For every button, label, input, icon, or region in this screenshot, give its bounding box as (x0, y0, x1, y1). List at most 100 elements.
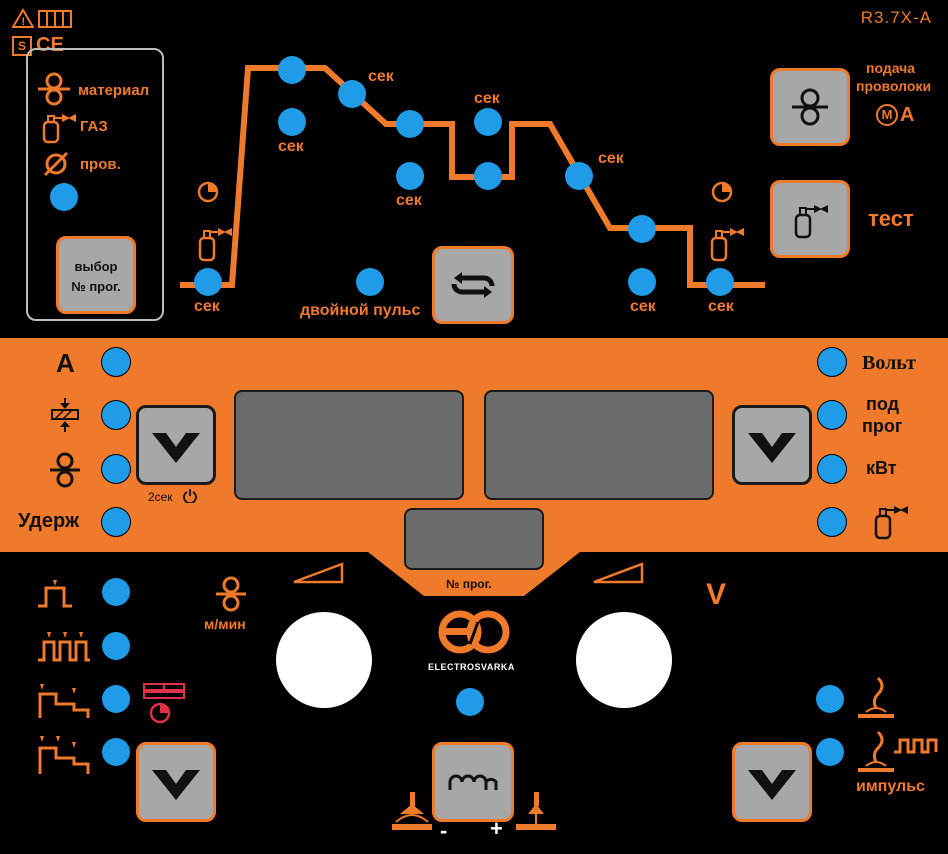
sec-label-slope-down: сек (598, 150, 624, 167)
post-gas-cylinder-icon (708, 222, 748, 267)
inductance-button[interactable] (432, 742, 514, 822)
right-knob[interactable] (576, 612, 672, 708)
right-param-down-button[interactable] (732, 405, 812, 485)
gas-test-button[interactable] (770, 180, 850, 258)
minus-sign: - (440, 818, 448, 843)
ramp-left-icon (292, 562, 344, 589)
cycle-led-slope-down (565, 162, 593, 190)
wire-label: пров. (80, 156, 121, 173)
volts-label: Вольт (862, 352, 916, 374)
sec-label-crater: сек (630, 298, 656, 315)
thickness-icon (50, 398, 80, 437)
double-pulse-led (356, 268, 384, 296)
cycle-led-pulse-low (474, 162, 502, 190)
left-param-down-button[interactable] (136, 405, 216, 485)
plus-sign: + (490, 816, 503, 841)
pulse-torch-icon (856, 730, 940, 779)
test-label: тест (868, 206, 914, 231)
gas-cylinder-icon (794, 205, 828, 239)
gas-label: ГАЗ (80, 118, 108, 135)
subprog-led (818, 401, 846, 429)
sec-label-pulse: сек (474, 90, 500, 107)
chevron-down-icon (748, 770, 796, 800)
volts-led (818, 348, 846, 376)
chevron-down-icon (748, 433, 796, 463)
double-pulse-label: двойной пульс (300, 302, 421, 319)
hold-label: Удерж (18, 510, 80, 532)
wire-feed-button[interactable] (770, 68, 850, 146)
selector-box (26, 48, 164, 321)
chevron-down-icon (152, 770, 200, 800)
sec-label-postgas: сек (708, 298, 734, 315)
brand-name: ELECTROSVARKA (428, 662, 515, 672)
svg-text:!: ! (22, 16, 26, 28)
cycle-led-crater-time (628, 268, 656, 296)
cycle-arrows-icon (451, 272, 495, 298)
material-label: материал (78, 82, 150, 99)
amps-led (102, 348, 130, 376)
step-ramp-icon (36, 732, 92, 781)
sec-label-slope-up: сек (368, 68, 394, 85)
synergic-led (816, 685, 844, 713)
cycle-led-crater (628, 215, 656, 243)
motor-a-label: A (900, 104, 915, 126)
s-mark-icon: S (12, 36, 32, 56)
manual-book-icon (38, 8, 72, 33)
subprog-label-1: под (866, 394, 900, 414)
subprog-label-2: прог (862, 416, 903, 436)
left-knob[interactable] (276, 612, 372, 708)
program-number-display (404, 508, 544, 570)
mode-down-button[interactable] (136, 742, 216, 822)
cycle-led-weld (396, 110, 424, 138)
program-select-button[interactable]: выбор № прог. (56, 236, 136, 314)
wire-spool-icon (36, 72, 72, 111)
ce-mark-icon: CE (36, 34, 64, 56)
cycle-led-start (278, 56, 306, 84)
wire-feed-label-1: подача (866, 60, 916, 76)
power-icon (183, 489, 197, 508)
step-ramp-led (102, 738, 130, 766)
amps-label: A (56, 348, 75, 378)
program-select-label-2: № прог. (71, 279, 121, 294)
current-display (234, 390, 464, 500)
wire-spool-icon (216, 576, 246, 617)
voltage-display (484, 390, 714, 500)
cycle-led-weld-time (396, 162, 424, 190)
hold-led (102, 508, 130, 536)
four-stroke-led (102, 632, 130, 660)
diameter-icon (42, 150, 70, 183)
program-number-label: № прог. (446, 577, 492, 591)
motor-icon: M (876, 104, 898, 126)
two-sec-label: 2сек (148, 490, 173, 504)
wire-speed-icon (50, 452, 80, 493)
thickness-led (102, 401, 130, 429)
pre-gas-timer-icon (196, 180, 220, 209)
cycle-led-pregas (194, 268, 222, 296)
gas-cylinder-icon (872, 500, 912, 545)
ramp-right-icon (592, 562, 644, 589)
inductance-coil-icon (448, 774, 498, 790)
pre-gas-cylinder-icon (196, 222, 236, 267)
double-pulse-button[interactable] (432, 246, 514, 324)
spot-step-icon (36, 680, 92, 725)
chevron-down-icon (152, 433, 200, 463)
volt-symbol: V (706, 578, 727, 611)
cycle-led-slope-up (338, 80, 366, 108)
cycle-led-pulse-high (474, 108, 502, 136)
spot-step-led (102, 685, 130, 713)
soft-arc-icon (392, 792, 434, 837)
sec-label-pregas: сек (194, 298, 220, 315)
cycle-led-start-time (278, 108, 306, 136)
two-stroke-led (102, 578, 130, 606)
model-label: R3.7X-A (860, 8, 932, 27)
spot-timer-icon (140, 682, 186, 729)
two-stroke-icon (36, 578, 76, 613)
inductance-led (456, 688, 484, 716)
kw-label: кВт (866, 458, 897, 478)
process-down-button[interactable] (732, 742, 812, 822)
sec-label-weld: сек (396, 192, 422, 209)
sec-label-start: сек (278, 138, 304, 155)
pulse-led (816, 738, 844, 766)
pulse-label: импульс (856, 778, 925, 795)
